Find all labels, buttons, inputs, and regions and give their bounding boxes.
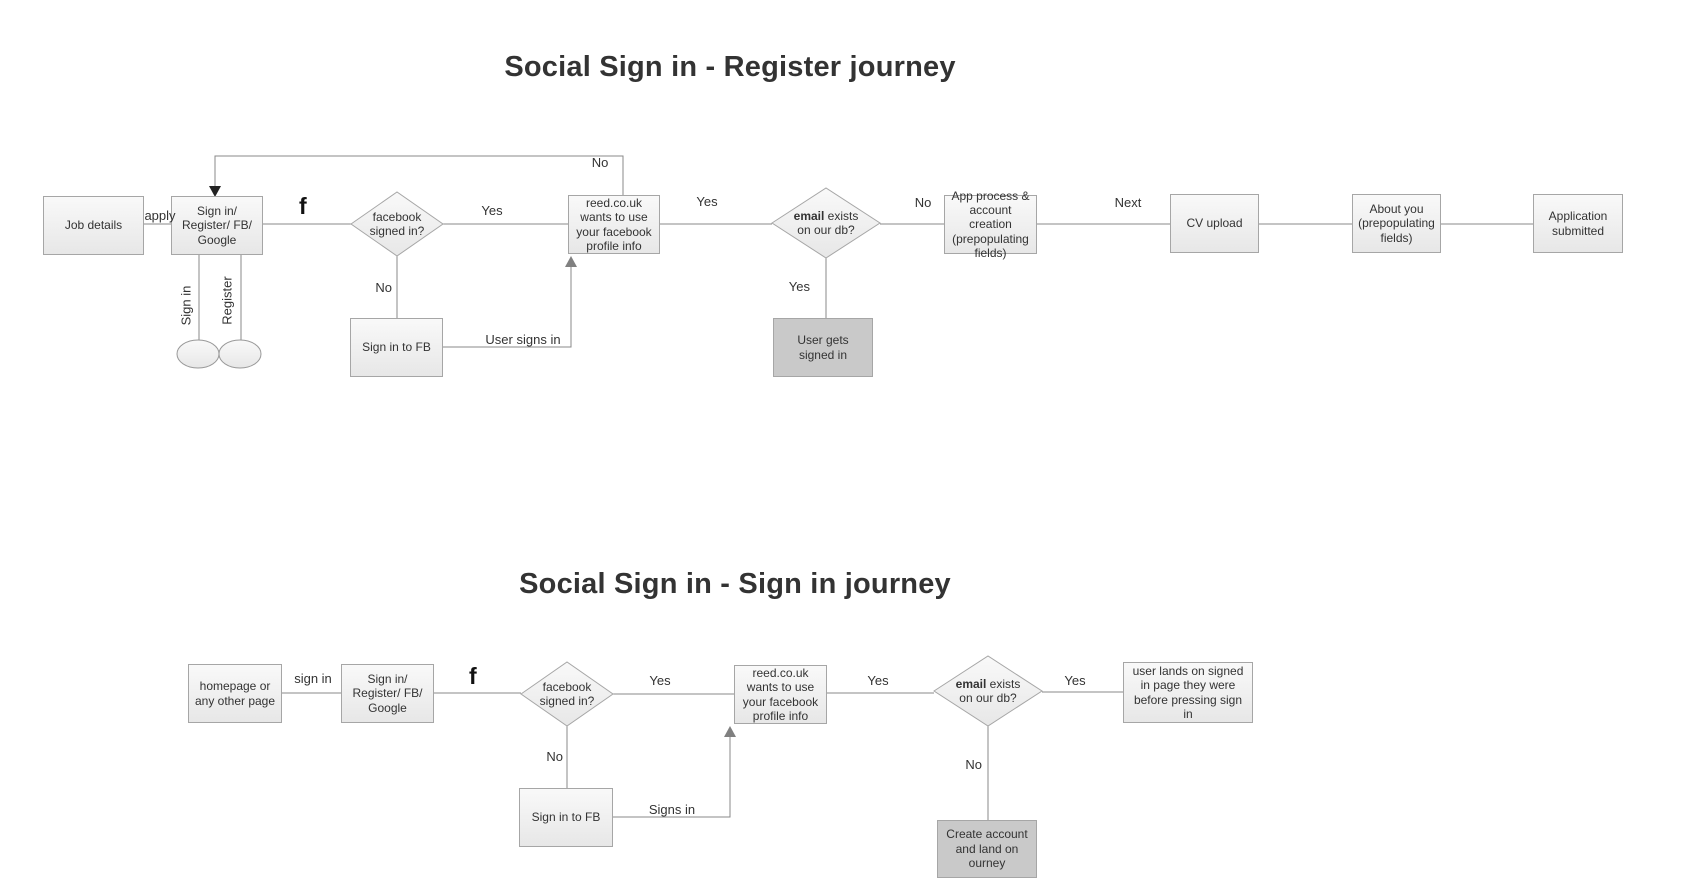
edge-label-fb-no: No xyxy=(375,280,392,295)
node-reed-permission: reed.co.uk wants to use your facebook pr… xyxy=(734,665,827,724)
edge-label-fb-yes: Yes xyxy=(649,673,671,688)
node-sign-in-to-fb: Sign in to FB xyxy=(519,788,613,847)
node-sign-in-to-fb: Sign in to FB xyxy=(350,318,443,377)
email-check-label: email exists on our db? xyxy=(766,209,886,237)
edge-label-reed-yes: Yes xyxy=(867,673,889,688)
node-cv-upload: CV upload xyxy=(1170,194,1259,253)
node-app-process: App process & account creation (prepopul… xyxy=(944,189,1037,260)
arrowhead-up-icon xyxy=(724,726,736,737)
facebook-check-label: facebook signed in? xyxy=(539,679,595,708)
facebook-signed-in-diamond xyxy=(350,191,444,257)
email-check-rest: exists on our db? xyxy=(959,676,1021,705)
node-reed-permission: reed.co.uk wants to use your facebook pr… xyxy=(568,195,660,254)
email-check-bold: email xyxy=(793,208,825,223)
edge-label-user-signs-in: User signs in xyxy=(485,332,561,347)
node-user-lands: user lands on signed in page they were b… xyxy=(1123,662,1253,723)
edge-label-signs-in: Signs in xyxy=(648,802,696,817)
signin-terminator-ellipse xyxy=(176,339,220,369)
node-create-account: Create account and land on ourney xyxy=(937,820,1037,878)
edge-label-fb-no: No xyxy=(546,749,563,764)
email-check-rest: exists on our db? xyxy=(797,208,859,237)
edge-label-no-loop: No xyxy=(591,155,609,170)
facebook-signed-in-diamond xyxy=(520,661,614,727)
node-job-details: Job details xyxy=(43,196,144,255)
edge-label-email-yes: Yes xyxy=(1064,673,1086,688)
arrowhead-up-icon xyxy=(565,256,577,267)
connector-usersignsin-reed xyxy=(443,267,572,348)
node-application-submitted: Application submitted xyxy=(1533,194,1623,253)
edge-label-email-no: No xyxy=(965,757,982,772)
edge-label-email-yes: Yes xyxy=(788,279,810,294)
email-check-bold: email xyxy=(955,676,987,691)
email-check-label: email exists on our db? xyxy=(928,677,1048,705)
node-user-gets-signed-in: User gets signed in xyxy=(773,318,873,377)
email-exists-diamond xyxy=(933,655,1043,727)
email-exists-diamond xyxy=(771,187,881,259)
arrowhead-down-icon xyxy=(209,186,221,197)
register-journey-title: Social Sign in - Register journey xyxy=(504,51,956,83)
edge-label-email-no: No xyxy=(914,195,932,210)
edge-label-apply: apply xyxy=(144,208,176,223)
facebook-check-label: facebook signed in? xyxy=(369,209,425,238)
node-homepage: homepage or any other page xyxy=(188,664,282,723)
node-sign-in-register: Sign in/ Register/ FB/ Google xyxy=(341,664,434,723)
edge-label-fb-yes: Yes xyxy=(481,203,503,218)
sign-in-journey-title: Social Sign in - Sign in journey xyxy=(519,568,951,600)
facebook-icon: f xyxy=(299,193,307,219)
node-about-you: About you (prepopulating fields) xyxy=(1352,194,1441,253)
facebook-icon: f xyxy=(469,663,477,689)
edge-label-sign-in: sign in xyxy=(294,671,332,686)
connector-no-loopback xyxy=(214,155,624,195)
connector-signsin-reed2 xyxy=(613,737,731,818)
node-sign-in-register: Sign in/ Register/ FB/ Google xyxy=(171,196,263,255)
edge-label-reed-yes: Yes xyxy=(696,194,718,209)
edge-label-next: Next xyxy=(1114,195,1142,210)
branch-label-register: Register xyxy=(219,276,235,325)
branch-label-sign-in: Sign in xyxy=(178,285,194,326)
register-terminator-ellipse xyxy=(218,339,262,369)
